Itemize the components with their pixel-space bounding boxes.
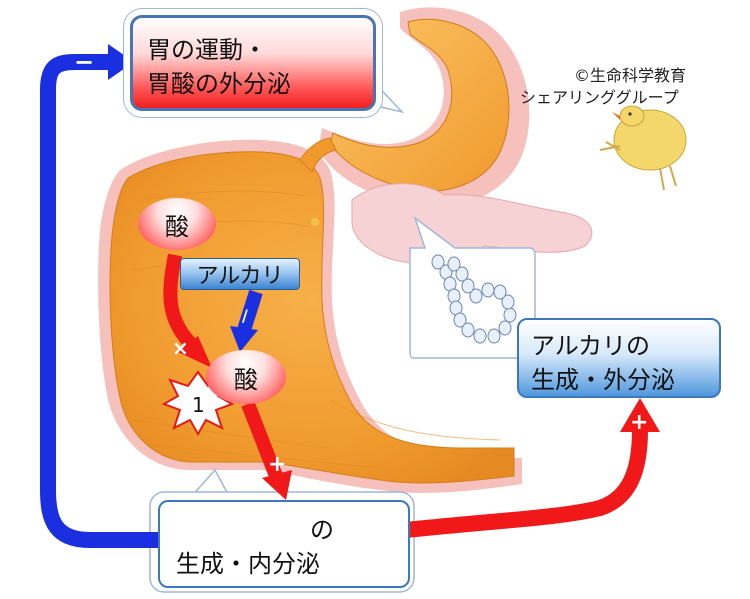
acid-to-hormone-head <box>262 470 292 500</box>
explosion-number: 1 <box>192 393 205 417</box>
stomach-activity-line1: 胃の運動・ <box>147 36 267 64</box>
feedback-inhibit-arrow <box>40 54 158 548</box>
alkali-to-acid-head <box>230 326 258 352</box>
acid-to-hormone-arrow <box>241 401 283 479</box>
credit-line2: シェアリンググループ <box>520 88 679 107</box>
acid-arrow-cross: × <box>172 336 189 360</box>
hormone-arrow-plus: + <box>268 452 287 477</box>
alkali-tag: アルカリ <box>180 258 300 290</box>
feedback-inhibit-head <box>108 44 134 80</box>
stomach-dot <box>311 218 319 226</box>
acid-bubble-top-label: 酸 <box>165 212 189 241</box>
hormone-production-box: の 生成・内分泌 <box>158 500 410 588</box>
hormone-production-line1: の <box>310 516 334 544</box>
acid-to-acid-arrow <box>163 253 200 354</box>
acid-bubble-mid: 酸 <box>206 350 286 404</box>
acid-bubble-mid-label: 酸 <box>234 365 258 394</box>
stomach-activity-box: 胃の運動・ 胃酸の外分泌 <box>130 15 376 111</box>
duct-cells <box>431 254 517 344</box>
alkali-production-line2: 生成・外分泌 <box>531 366 675 394</box>
acid-bubble-top: 酸 <box>138 198 216 250</box>
feedback-minus-sign: − <box>74 48 95 76</box>
pancreas <box>351 183 593 266</box>
credit-line1: ©生命科学教育 <box>574 66 687 85</box>
acid-to-acid-head <box>178 336 212 368</box>
chick-mascot <box>599 105 687 191</box>
hormone-to-alkali-arrow <box>405 429 648 538</box>
alkali-production-line1: アルカリの <box>531 332 651 360</box>
alkali-arrow-plus: + <box>630 410 649 435</box>
alkali-production-box: アルカリの 生成・外分泌 <box>517 318 721 398</box>
hormone-production-line2: 生成・内分泌 <box>176 550 320 578</box>
esophagus-tube <box>299 137 337 173</box>
alkali-arrow-slash: / <box>242 306 248 325</box>
upper-stomach <box>329 18 510 192</box>
alkali-tag-label: アルカリ <box>196 264 284 289</box>
stomach-activity-line2: 胃酸の外分泌 <box>147 70 291 98</box>
hormone-to-alkali-head <box>620 398 660 432</box>
alkali-to-acid-arrow <box>237 289 263 333</box>
